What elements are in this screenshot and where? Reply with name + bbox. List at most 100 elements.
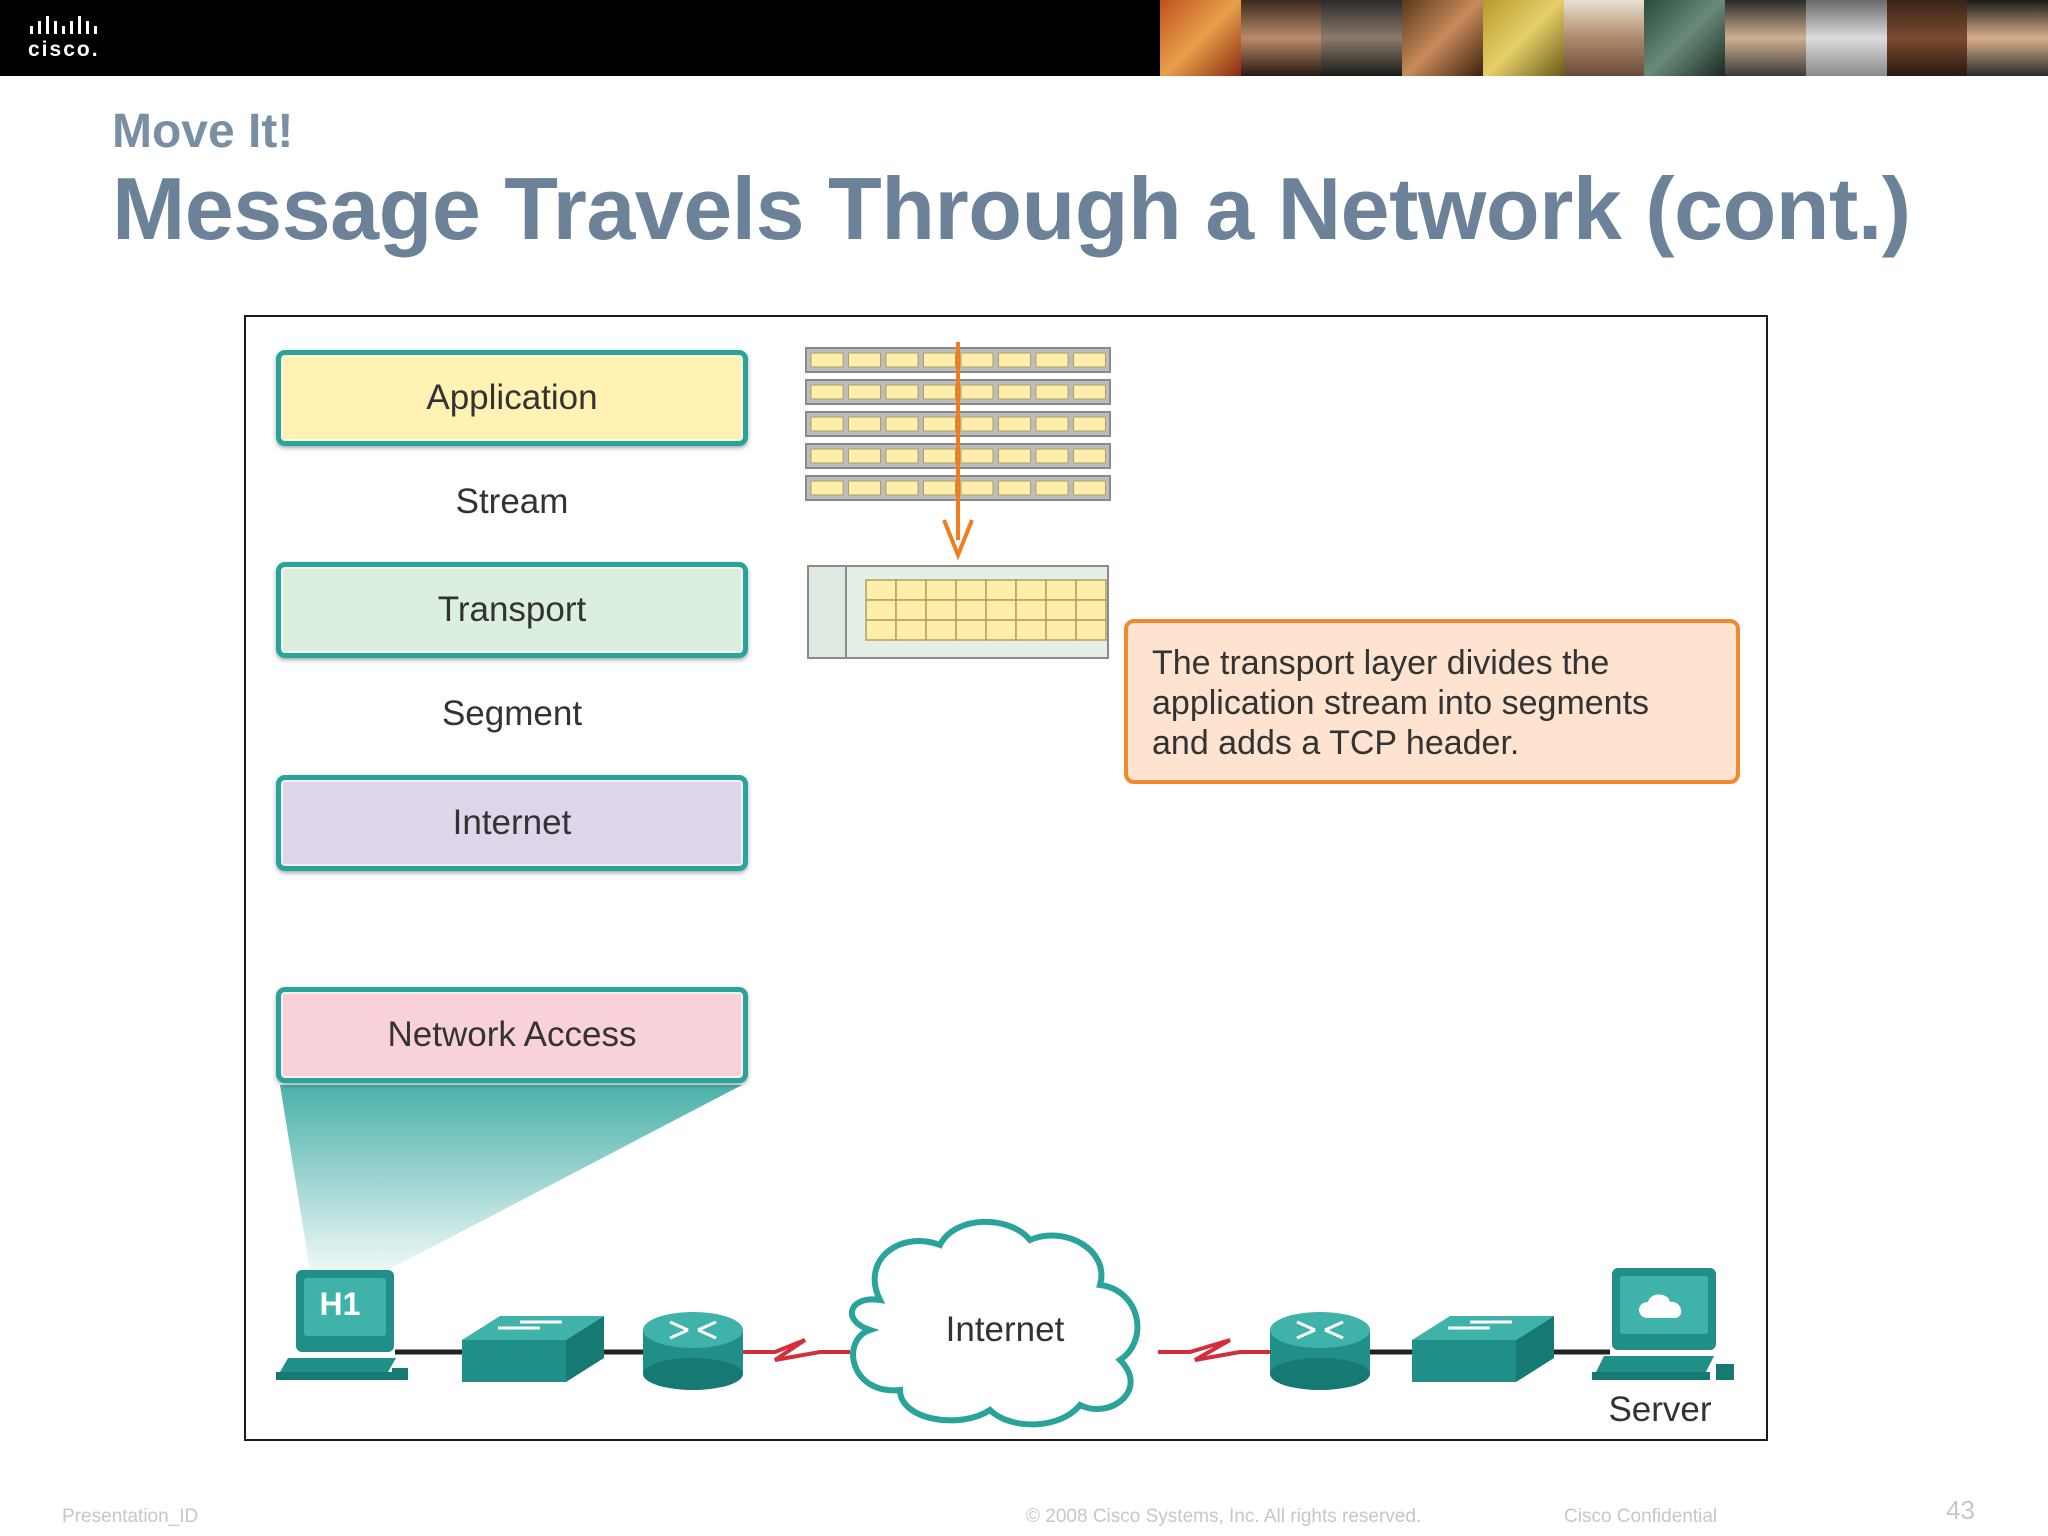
- stream-cell: [1035, 416, 1069, 432]
- stream-cell: [885, 384, 919, 400]
- stream-cell: [1073, 416, 1106, 432]
- stream-cell: [1035, 480, 1069, 496]
- stream-cell: [998, 448, 1031, 464]
- stream-cell: [848, 448, 881, 464]
- stream-cell: [848, 416, 881, 432]
- segment-cell: [955, 619, 987, 641]
- stream-cell: [810, 480, 844, 496]
- banner-photo: [1482, 0, 1564, 76]
- stream-cell: [1073, 480, 1106, 496]
- segment-cell: [1075, 619, 1107, 641]
- slide-subtitle: Move It!: [112, 105, 294, 158]
- segment-cell: [895, 579, 927, 601]
- footer-presentation-id: Presentation_ID: [62, 1506, 199, 1527]
- segment-cell: [1045, 619, 1077, 641]
- encapsulation-beam: [280, 1085, 742, 1270]
- wan-link-left: [742, 1338, 850, 1362]
- banner-photo: [1725, 0, 1806, 76]
- segment-cell: [895, 599, 927, 621]
- stream-cell: [998, 416, 1031, 432]
- layer-label: Transport: [437, 590, 587, 629]
- stream-cell: [1035, 448, 1069, 464]
- stream-cell: [1073, 352, 1106, 368]
- segment-cell: [1075, 579, 1107, 601]
- segment-cell: [985, 619, 1017, 641]
- stream-cell: [923, 448, 956, 464]
- cisco-logo-text: cisco.: [28, 38, 100, 61]
- switch-icon: [462, 1316, 604, 1382]
- segment-cell: [985, 599, 1017, 621]
- segment-cell: [955, 599, 987, 621]
- segment-cell: [895, 619, 927, 641]
- stream-cell: [923, 352, 956, 368]
- layer-application: Application: [276, 350, 748, 446]
- banner-photo: [1563, 0, 1645, 76]
- stream-cell: [998, 352, 1031, 368]
- stream-cell: [885, 352, 919, 368]
- segment-cell: [865, 579, 897, 601]
- segment-cell: [985, 579, 1017, 601]
- segment-cell: [1015, 599, 1047, 621]
- wan-link-right: [1158, 1338, 1270, 1362]
- segment-cell: [865, 599, 897, 621]
- stream-cell: [923, 384, 956, 400]
- stream-cell: [885, 448, 919, 464]
- stream-cell: [1073, 384, 1106, 400]
- segment-cell: [1015, 619, 1047, 641]
- stream-cell: [923, 480, 956, 496]
- segment-cell: [1045, 599, 1077, 621]
- layer-label: Network Access: [387, 1015, 637, 1054]
- stream-cell: [848, 480, 881, 496]
- top-banner: cisco.: [0, 0, 2048, 76]
- banner-photo-strip: [1160, 0, 2048, 76]
- stream-cell: [960, 480, 994, 496]
- cloud-label: Internet: [945, 1310, 1065, 1349]
- footer-confidential: Cisco Confidential: [1564, 1506, 1718, 1527]
- segment-cell: [865, 619, 897, 641]
- segment-cell: [1015, 579, 1047, 601]
- segment-with-tcp-header: [807, 565, 1109, 659]
- stream-cell: [998, 480, 1031, 496]
- stream-cell: [960, 448, 994, 464]
- segment-cell: [1045, 579, 1077, 601]
- stream-cell: [810, 448, 844, 464]
- segment-cell: [955, 579, 987, 601]
- pdu-label-segment: Segment: [441, 694, 583, 733]
- router-icon: [643, 1312, 743, 1390]
- host-label: H1: [319, 1286, 361, 1322]
- banner-photo: [1644, 0, 1726, 76]
- layer-transport: Transport: [276, 562, 748, 658]
- slide-title: Message Travels Through a Network (cont.…: [112, 159, 1911, 258]
- internet-cloud-icon: [848, 1218, 1141, 1428]
- stream-cell: [960, 384, 994, 400]
- footer-copyright: © 2008 Cisco Systems, Inc. All rights re…: [1026, 1506, 1422, 1527]
- stream-cell: [1073, 448, 1106, 464]
- banner-photo: [1805, 0, 1887, 76]
- stream-cell: [998, 384, 1031, 400]
- stream-cell: [960, 352, 994, 368]
- layer-internet: Internet: [276, 775, 748, 871]
- router-icon: [1270, 1312, 1370, 1390]
- segment-cell: [925, 579, 957, 601]
- banner-photo: [1967, 0, 2048, 76]
- stream-cell: [885, 480, 919, 496]
- page-number: 43: [1946, 1495, 1975, 1525]
- stream-cell: [960, 416, 994, 432]
- stream-cell: [1035, 352, 1069, 368]
- segment-cell: [1075, 599, 1107, 621]
- stream-cell: [1035, 384, 1069, 400]
- stream-cell: [810, 352, 844, 368]
- stream-cell: [923, 416, 956, 432]
- layer-label: Internet: [452, 803, 572, 842]
- segment-cell: [925, 619, 957, 641]
- banner-photo: [1160, 0, 1241, 76]
- segment-cell: [925, 599, 957, 621]
- h1-computer-icon: [276, 1270, 408, 1380]
- stream-cell: [885, 416, 919, 432]
- pdu-label-stream: Stream: [455, 482, 569, 521]
- layer-label: Application: [426, 378, 598, 417]
- stream-cell: [848, 384, 881, 400]
- banner-photo: [1402, 0, 1483, 76]
- layer-network-access: Network Access: [276, 987, 748, 1083]
